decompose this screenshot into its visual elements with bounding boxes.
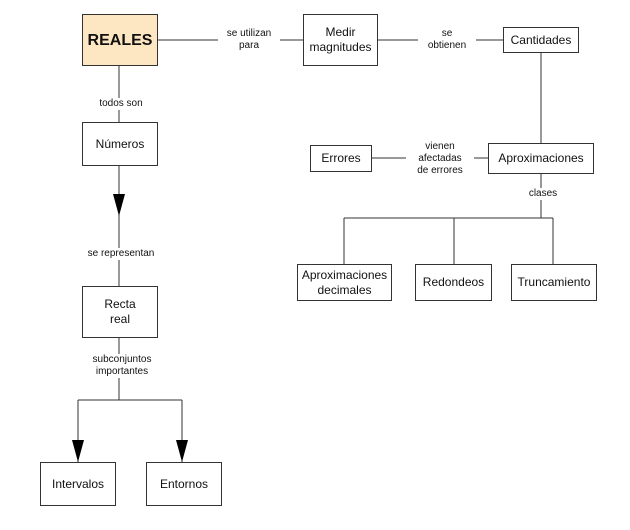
node-entornos[interactable]: Entornos — [146, 462, 222, 506]
node-recta-real[interactable]: Recta real — [82, 286, 158, 338]
link-label-subconjuntos: subconjuntos importantes — [84, 354, 160, 378]
link-label-se-utilizan-para: se utilizan para — [218, 28, 280, 52]
node-cantidades[interactable]: Cantidades — [503, 27, 579, 53]
arrowhead-entornos — [176, 440, 188, 462]
node-medir-magnitudes[interactable]: Medir magnitudes — [303, 14, 378, 66]
node-aproximaciones[interactable]: Aproximaciones — [488, 143, 594, 174]
link-label-clases: clases — [520, 188, 566, 200]
arrowhead-recta — [113, 194, 125, 216]
arrowhead-intervalos — [72, 440, 84, 462]
link-label-todos-son: todos son — [89, 98, 153, 110]
link-label-se-obtienen: se obtienen — [418, 28, 476, 52]
node-aproximaciones-decimales[interactable]: Aproximaciones decimales — [297, 264, 392, 301]
node-truncamiento[interactable]: Truncamiento — [511, 264, 597, 301]
node-errores[interactable]: Errores — [310, 145, 372, 172]
link-label-vienen-afectadas: vienen afectadas de errores — [406, 141, 474, 177]
node-intervalos[interactable]: Intervalos — [40, 462, 116, 506]
node-numeros[interactable]: Números — [82, 122, 158, 166]
link-label-se-representan: se representan — [80, 248, 162, 260]
node-reales[interactable]: REALES — [82, 14, 158, 66]
node-redondeos[interactable]: Redondeos — [415, 264, 492, 301]
